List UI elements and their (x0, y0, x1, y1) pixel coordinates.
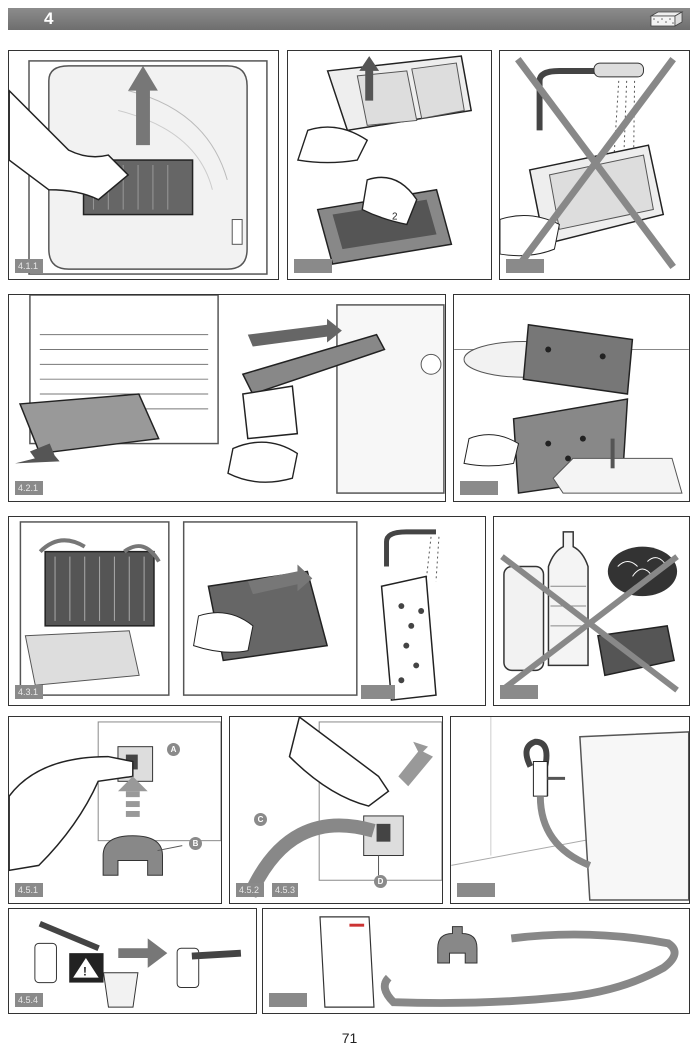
illustration-hose-over-sink (451, 717, 689, 901)
panel-4-5-3 (450, 716, 690, 904)
illustration-connect-drain-hose (243, 717, 442, 898)
panel-4-1-1: 4.1.1 (8, 50, 279, 280)
illustration-do-not-rinse-filter (500, 57, 676, 269)
page-number: 71 (341, 1030, 358, 1046)
step-label (506, 259, 544, 273)
panel-4-3-1: 4.3.1 (8, 516, 486, 706)
filter-sponge-icon (649, 11, 684, 27)
section-header-bar: 4 (8, 8, 690, 30)
illustration-use-siphon-connector: ! (34, 921, 242, 1008)
step-label: 4.2.1 (15, 481, 43, 495)
step-label-secondary (361, 685, 395, 699)
step-label (294, 259, 332, 273)
step-label (500, 685, 538, 699)
callout-d: D (374, 875, 387, 888)
step-label: 4.3.1 (15, 685, 43, 699)
step-label: 4.5.4 (15, 993, 43, 1007)
step-label: 4.1.1 (15, 259, 43, 273)
illustration-empty-water-container (15, 295, 445, 494)
svg-text:!: ! (83, 966, 87, 979)
step-label (460, 481, 498, 495)
illustration-rinse-container-in-sink (454, 323, 689, 494)
panel-4-5-1: A B 4.5.1 (8, 716, 222, 904)
section-number: 4 (44, 9, 54, 28)
panel-4-3-2 (493, 516, 690, 706)
panel-4-2-2 (453, 294, 690, 502)
illustration-remove-drain-plug (9, 721, 221, 876)
illustration-clean-condenser (19, 521, 440, 701)
callout-b: B (189, 837, 202, 850)
illustration-open-filter: 2 (296, 55, 473, 265)
panel-4-1-2: 2 (287, 50, 492, 280)
panel-4-2-1: 4.2.1 (8, 294, 446, 502)
panel-4-5-5 (262, 908, 690, 1014)
step-label: 4.5.2 (236, 883, 264, 897)
callout-a: A (167, 743, 180, 756)
illustration-no-solvents-or-abrasives (500, 531, 679, 693)
illustration-included-accessories (319, 916, 679, 1008)
illustration-remove-filter-from-door (9, 60, 268, 275)
step-label (269, 993, 307, 1007)
callout-c: C (254, 813, 267, 826)
step-label: 4.5.1 (15, 883, 43, 897)
panel-4-5-2: C D 4.5.2 4.5.3 (229, 716, 443, 904)
panel-4-1-3 (499, 50, 690, 280)
svg-text:2: 2 (392, 211, 398, 222)
panel-4-5-4: ! 4.5.4 (8, 908, 257, 1014)
step-label (457, 883, 495, 897)
step-label-secondary: 4.5.3 (272, 883, 299, 897)
